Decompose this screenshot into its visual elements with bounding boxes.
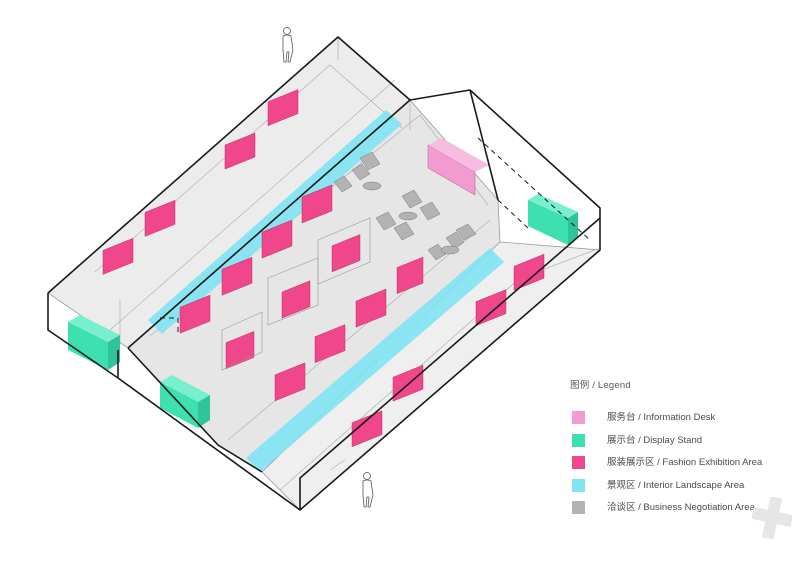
clothing-racks	[102, 89, 545, 448]
negotiation-seating	[333, 151, 477, 261]
information-desk-top	[428, 138, 489, 172]
legend-label: 景观区 / Interior Landscape Area	[607, 479, 745, 491]
legend-title: 图例 / Legend	[570, 380, 631, 391]
legend-swatch-interior-landscape-area	[572, 478, 585, 492]
landscape-strip-upper	[148, 110, 402, 334]
human-figures	[282, 27, 374, 508]
legend-label: 洽谈区 / Business Negotiation Area	[607, 502, 755, 513]
legend-item-interior-landscape-area: 景观区 / Interior Landscape Area	[570, 478, 798, 502]
legend-item-display-stand: 展示台 / Display Stand	[570, 433, 798, 457]
human-figure-top	[282, 27, 294, 63]
legend: 图例 / Legend 服务台 / Information Desk 展示台 /…	[570, 377, 798, 524]
legend-item-business-negotiation-area: 洽谈区 / Business Negotiation Area	[570, 501, 798, 524]
legend-swatch-display-stand	[572, 433, 585, 447]
landscape-strip-lower	[246, 248, 504, 472]
legend-item-fashion-exhibition-area: 服装展示区 / Fashion Exhibition Area	[570, 456, 798, 479]
legend-label: 展示台 / Display Stand	[607, 434, 703, 446]
legend-label: 服装展示区 / Fashion Exhibition Area	[607, 457, 763, 468]
legend-item-information-desk: 服务台 / Information Desk	[570, 411, 798, 434]
hidden-edges	[160, 137, 591, 334]
building-outline	[47, 36, 601, 511]
legend-swatch-information-desk	[572, 411, 585, 424]
rack-frames	[221, 217, 371, 371]
legend-label: 服务台 / Information Desk	[607, 412, 716, 423]
human-figure-bottom	[362, 472, 374, 508]
legend-swatch-fashion-exhibition-area	[572, 456, 585, 469]
watermark-cross-icon	[752, 497, 792, 539]
legend-swatch-business-negotiation-area	[572, 501, 585, 514]
